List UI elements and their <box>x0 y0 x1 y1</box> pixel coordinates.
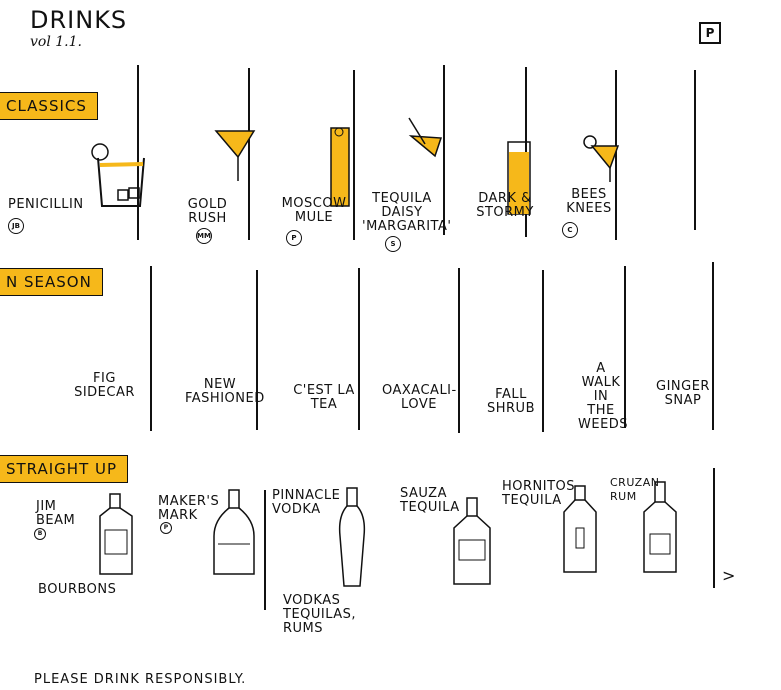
drink-label-ginger-snap[interactable]: GINGER SNAP <box>656 379 710 408</box>
group-label-bourbons: BOURBONS <box>38 582 117 597</box>
drink-badge: P <box>286 230 302 246</box>
spirit-label-cruzan-rum[interactable]: CRUZAN RUM <box>610 476 660 503</box>
divider <box>248 68 250 240</box>
footer-notice: PLEASE DRINK RESPONSIBLY. <box>34 672 247 687</box>
bottle-icon <box>643 481 677 573</box>
divider <box>150 266 152 431</box>
page-title: DRINKS <box>30 6 128 34</box>
page-marker-icon[interactable]: P <box>699 22 721 44</box>
rocks-glass-icon <box>91 143 145 207</box>
drink-badge: B <box>34 528 46 540</box>
cocktail-glass-icon <box>408 117 443 158</box>
drink-label-new-fashioned[interactable]: NEW FASHIONED <box>185 377 265 406</box>
divider <box>458 268 460 433</box>
group-label-vodkas: VODKAS TEQUILAS, RUMS <box>283 593 357 636</box>
spirit-label-sauza-tequila[interactable]: SAUZA TEQUILA <box>400 486 460 515</box>
drink-label-oaxacali-love[interactable]: OAXACALI-LOVE <box>382 383 457 412</box>
divider <box>713 468 715 588</box>
drink-label-cest-la-tea[interactable]: C'EST LA TEA <box>293 383 355 412</box>
divider <box>712 262 714 430</box>
spirit-label-hornitos-tequila[interactable]: HORNITOS TEQUILA <box>502 479 576 508</box>
coupe-glass-icon <box>214 130 256 181</box>
highball-glass-icon <box>507 141 531 215</box>
section-tag-classics[interactable]: CLASSICS <box>0 92 98 120</box>
bottle-icon <box>213 489 255 575</box>
divider <box>443 65 445 235</box>
drink-label-gold-rush[interactable]: GOLD RUSH <box>187 197 228 226</box>
drink-label-fall-shrub[interactable]: FALL SHRUB <box>487 387 535 416</box>
volume-label: vol 1.1. <box>30 34 82 50</box>
spirit-label-jim-beam[interactable]: JIM BEAM <box>36 499 76 528</box>
drink-badge: C <box>562 222 578 238</box>
divider <box>694 70 696 230</box>
bottle-icon <box>563 485 597 573</box>
drink-badge: P <box>160 522 172 534</box>
bottle-icon <box>338 487 366 587</box>
section-tag-straight-up[interactable]: STRAIGHT UP <box>0 455 129 483</box>
drink-badge: JB <box>8 218 24 234</box>
spirit-label-makers-mark[interactable]: MAKER'S MARK <box>158 494 220 523</box>
next-arrow-icon[interactable]: > <box>722 566 736 585</box>
divider <box>542 270 544 432</box>
bottle-icon <box>99 493 133 575</box>
drink-label-dark-stormy[interactable]: DARK & STORMY <box>476 191 534 220</box>
drink-label-bees-knees[interactable]: BEES KNEES <box>566 187 612 216</box>
spirit-label-pinnacle-vodka[interactable]: PINNACLE VODKA <box>272 488 341 517</box>
drink-badge: MM <box>196 228 212 244</box>
martini-glass-icon <box>583 135 620 182</box>
drink-badge: S <box>385 236 401 252</box>
bottle-icon <box>453 497 491 585</box>
divider <box>624 266 626 428</box>
drink-label-tequila-daisy[interactable]: TEQUILA DAISY 'MARGARITA' <box>362 191 452 234</box>
tall-glass-icon <box>330 127 350 207</box>
divider <box>137 65 139 240</box>
divider <box>615 70 617 240</box>
divider <box>358 268 360 430</box>
drink-label-moscow-mule[interactable]: MOSCOW MULE <box>281 196 347 225</box>
drink-label-walk-in-the-weeds[interactable]: A WALK IN THE WEEDS <box>578 361 629 432</box>
drink-label-penicillin[interactable]: PENICILLIN <box>8 197 84 212</box>
section-tag-in-season[interactable]: N SEASON <box>0 268 103 296</box>
divider <box>264 490 266 610</box>
drink-label-fig-sidecar[interactable]: FIG SIDECAR <box>74 371 135 400</box>
divider <box>353 70 355 240</box>
divider <box>256 270 258 430</box>
